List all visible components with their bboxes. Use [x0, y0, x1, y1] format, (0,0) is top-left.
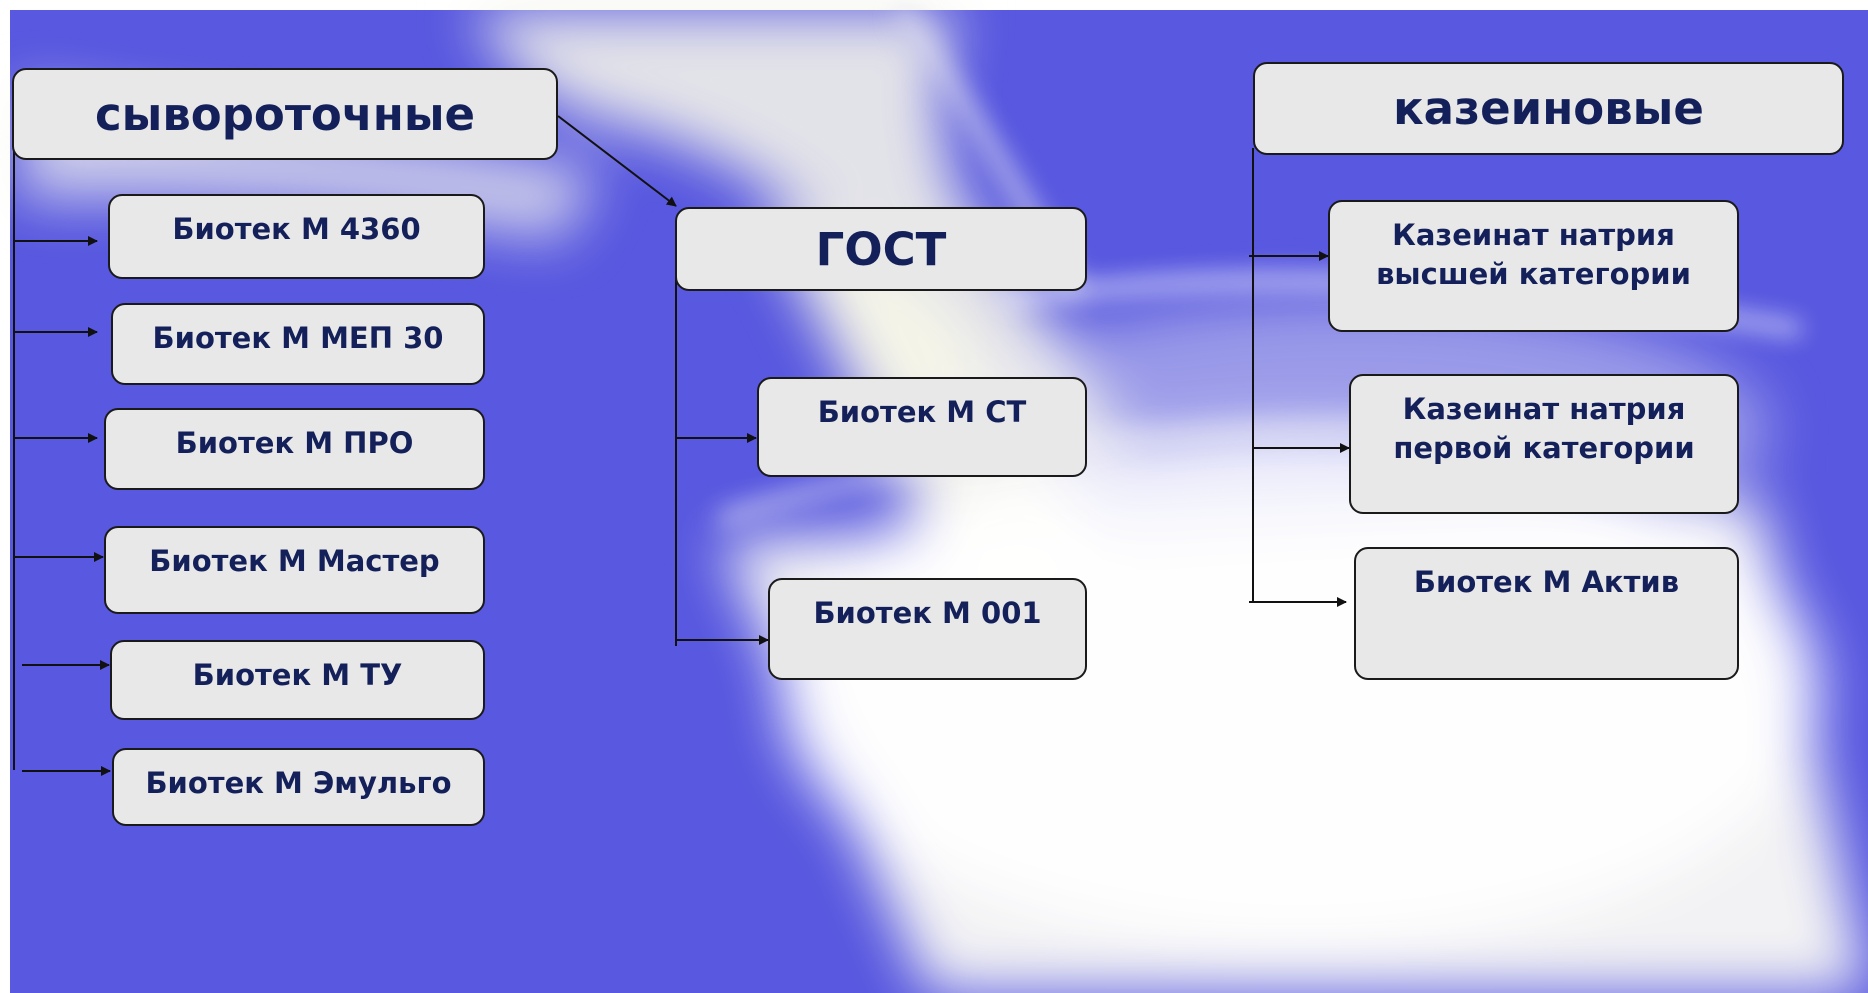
gost-item-2: Биотек М 001	[768, 578, 1087, 680]
whey-item-1-label: Биотек М 4360	[172, 212, 421, 246]
casein-item-3-label: Биотек М Актив	[1413, 565, 1680, 599]
whey-header: сывороточные	[12, 68, 558, 160]
whey-header-label: сывороточные	[94, 87, 476, 141]
casein-item-2-label: Казеинат натрия первой категории	[1393, 392, 1695, 465]
casein-header: казеиновые	[1253, 62, 1844, 155]
whey-item-5-label: Биотек М ТУ	[192, 658, 403, 692]
whey-item-5: Биотек М ТУ	[110, 640, 485, 720]
casein-item-1: Казеинат натрия высшей категории	[1328, 200, 1739, 332]
whey-item-6: Биотек М Эмульго	[112, 748, 485, 826]
gost-item-1-label: Биотек М СТ	[817, 395, 1027, 429]
casein-item-2: Казеинат натрия первой категории	[1349, 374, 1739, 514]
casein-header-label: казеиновые	[1393, 82, 1704, 135]
whey-item-4-label: Биотек М Мастер	[149, 544, 440, 578]
gost-item-2-label: Биотек М 001	[813, 596, 1042, 630]
gost-item-1: Биотек М СТ	[757, 377, 1087, 477]
casein-item-3: Биотек М Актив	[1354, 547, 1739, 680]
whey-item-2-label: Биотек М МЕП 30	[152, 321, 444, 355]
whey-item-6-label: Биотек М Эмульго	[145, 766, 452, 800]
gost-header-label: ГОСТ	[815, 222, 947, 276]
whey-item-4: Биотек М Мастер	[104, 526, 485, 614]
casein-item-1-label: Казеинат натрия высшей категории	[1376, 218, 1691, 291]
whey-item-1: Биотек М 4360	[108, 194, 485, 279]
whey-item-2: Биотек М МЕП 30	[111, 303, 485, 385]
gost-header: ГОСТ	[675, 207, 1087, 291]
whey-item-3: Биотек М ПРО	[104, 408, 485, 490]
whey-item-3-label: Биотек М ПРО	[175, 426, 414, 460]
